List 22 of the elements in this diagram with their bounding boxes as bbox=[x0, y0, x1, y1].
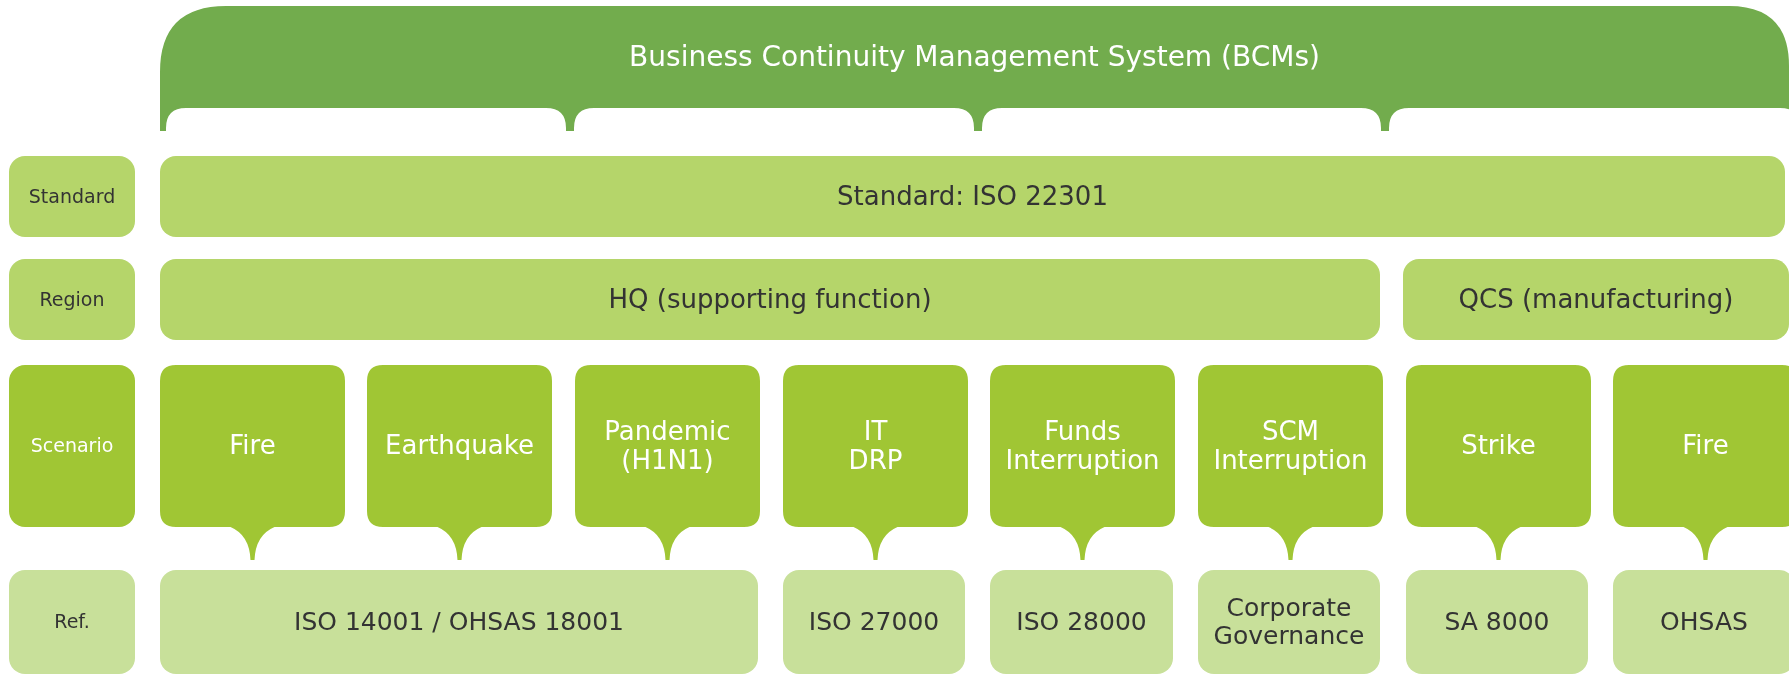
scenario-callout: SCM Interruption bbox=[1198, 365, 1383, 560]
scenario-callout: Earthquake bbox=[367, 365, 552, 560]
scenario-callout: Strike bbox=[1406, 365, 1591, 560]
reference-box: ISO 27000 bbox=[783, 570, 965, 674]
reference-box: ISO 14001 / OHSAS 18001 bbox=[160, 570, 758, 674]
scenario-callout: Fire bbox=[1613, 365, 1789, 560]
scenario-callout: Funds Interruption bbox=[990, 365, 1175, 560]
reference-box: SA 8000 bbox=[1406, 570, 1588, 674]
scenario-callout: IT DRP bbox=[783, 365, 968, 560]
reference-box: OHSAS bbox=[1613, 570, 1789, 674]
row-label: Ref. bbox=[9, 570, 135, 674]
reference-box: ISO 28000 bbox=[990, 570, 1173, 674]
category-bar: Standard: ISO 22301 bbox=[160, 156, 1785, 237]
title-banner: Business Continuity Management System (BCMs) bbox=[160, 6, 1789, 131]
row-label: Scenario bbox=[9, 365, 135, 527]
category-bar: QCS (manufacturing) bbox=[1403, 259, 1789, 340]
row-label: Standard bbox=[9, 156, 135, 237]
category-bar: HQ (supporting function) bbox=[160, 259, 1380, 340]
row-label: Region bbox=[9, 259, 135, 340]
scenario-callout: Fire bbox=[160, 365, 345, 560]
scenario-callout: Pandemic (H1N1) bbox=[575, 365, 760, 560]
reference-box: Corporate Governance bbox=[1198, 570, 1380, 674]
